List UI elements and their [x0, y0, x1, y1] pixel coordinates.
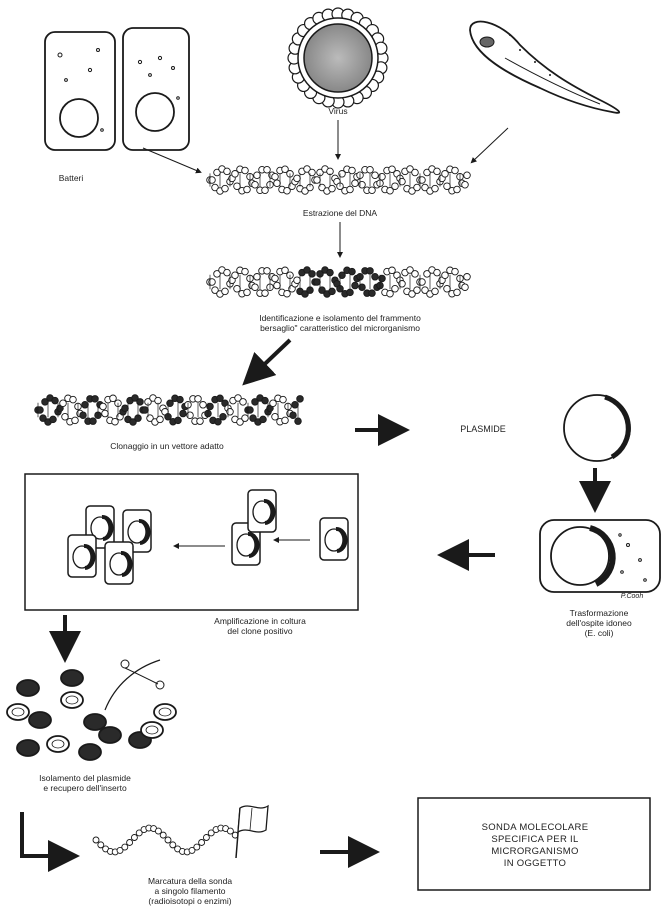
dna-strand-target-fragment	[207, 267, 471, 298]
arrow-to-cloning	[248, 340, 290, 380]
label-identificazione-line2: bersaglio" caratteristico del microrgani…	[200, 323, 480, 333]
label-plasmide: PLASMIDE	[448, 424, 518, 434]
label-amplificazione-line2: del clone positivo	[190, 626, 330, 636]
artist-signature: P.Cooh	[612, 592, 652, 602]
label-batteri: Batteri	[46, 173, 96, 183]
label-trasformazione-line3: (E. coli)	[554, 628, 644, 638]
transformed-host-cell	[540, 520, 660, 592]
probe-line4: IN OGGETTO	[440, 858, 630, 870]
label-clonaggio: Clonaggio in un vettore adatto	[72, 441, 262, 451]
dna-strand-cloning	[35, 395, 304, 426]
probe-line2: SPECIFICA PER IL	[440, 834, 630, 846]
label-amplificazione-line1: Amplificazione in coltura	[190, 616, 330, 626]
protozoan-illustration	[470, 22, 619, 113]
recovered-insert-strand	[105, 660, 160, 710]
label-estrazione: Estrazione del DNA	[280, 208, 400, 218]
label-marcatura-line1: Marcatura della sonda	[120, 876, 260, 886]
label-identificazione-line1: Identificazione e isolamento del frammen…	[200, 313, 480, 323]
label-marcatura-line3: (radioisotopi o enzimi)	[120, 896, 260, 906]
bacteria-illustration	[45, 28, 189, 150]
label-isolamento-line2: e recupero dell'inserto	[10, 783, 160, 793]
label-isolamento-line1: Isolamento del plasmide	[10, 773, 160, 783]
arrow-bacteria-to-dna	[143, 148, 200, 172]
label-trasformazione-line1: Trasformazione	[554, 608, 644, 618]
probe-line1: SONDA MOLECOLARE	[440, 822, 630, 834]
probe-line3: MICRORGANISMO	[440, 846, 630, 858]
virus-illustration	[288, 8, 388, 108]
label-marcatura-line2: a singolo filamento	[120, 886, 260, 896]
plasmid-illustration	[564, 395, 630, 461]
arrow-protozoan-to-dna	[472, 128, 508, 162]
arrow-isolation-to-labeling	[22, 812, 72, 856]
label-virus: Virus	[318, 106, 358, 116]
dna-strand-extracted	[207, 166, 471, 195]
single-strand-probe	[93, 825, 238, 855]
isolated-plasmid-fragments	[7, 670, 176, 760]
label-flag-icon	[236, 806, 268, 858]
label-trasformazione-line2: dell'ospite idoneo	[554, 618, 644, 628]
